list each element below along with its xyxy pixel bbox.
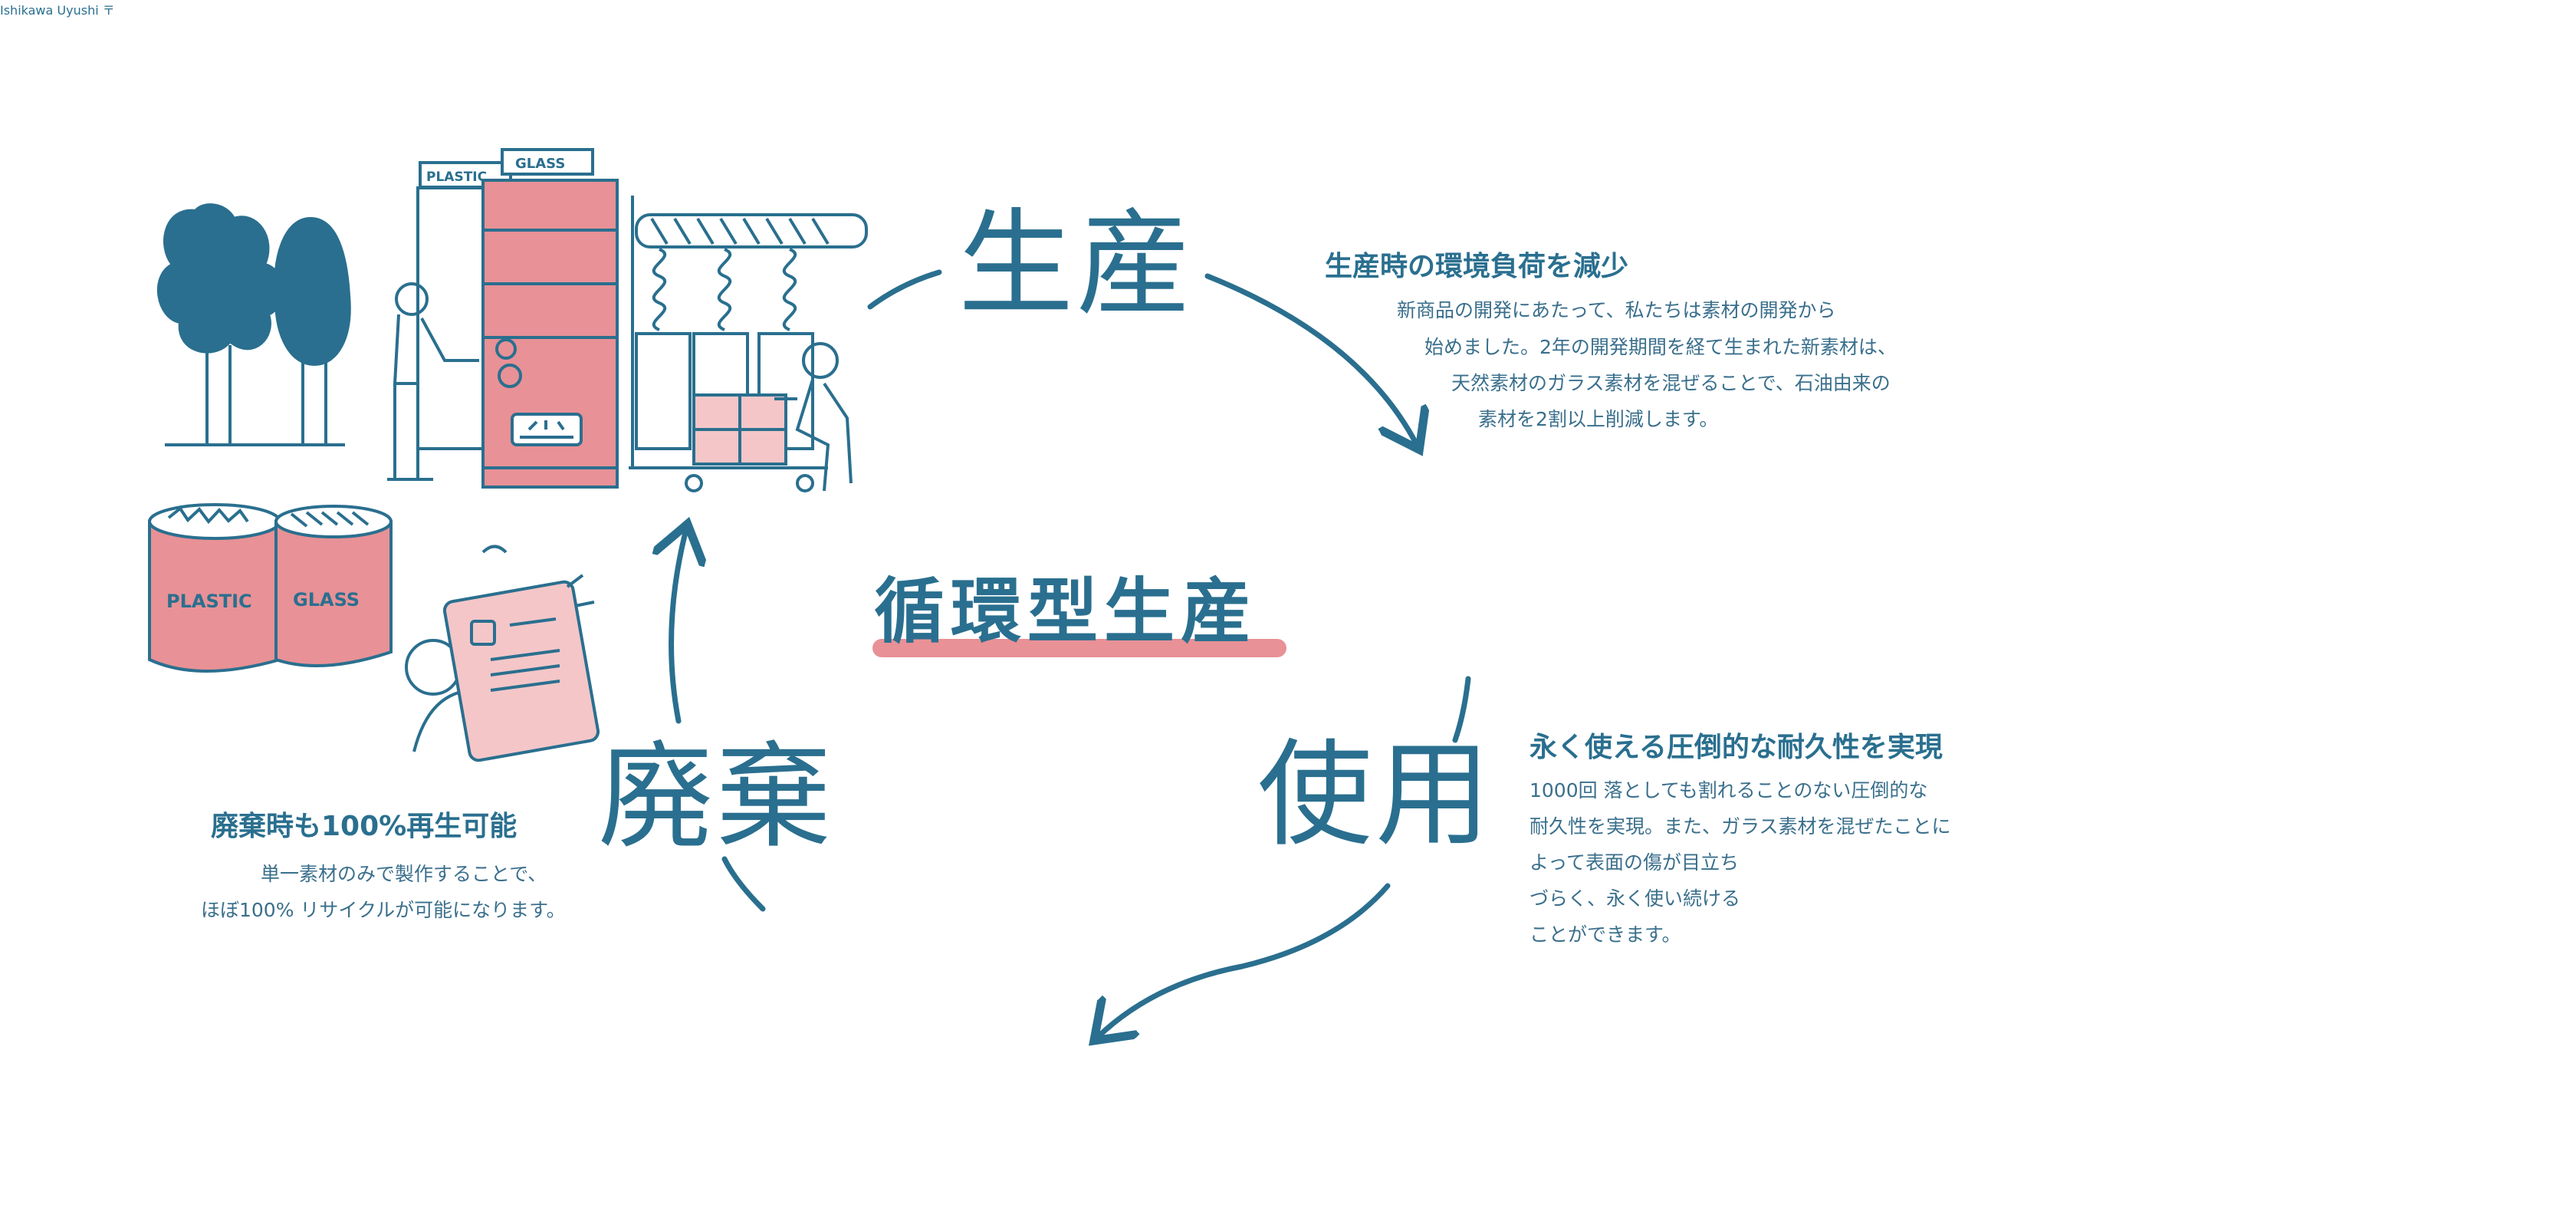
use-info-line: よって表面の傷が目立ち	[1530, 851, 1740, 874]
production-info-line: 始めました。2年の開発期間を経て生まれた新素材は、	[1424, 336, 1897, 358]
machine-tag-plastic: PLASTIC	[426, 170, 487, 185]
delivery-truck-illustration: Ishikawa Uyushi	[0, 3, 103, 18]
use-info-line: ことができます。	[1530, 923, 1681, 946]
production-info-line: 新商品の開発にあたって、私たちは素材の開発から	[1397, 299, 1836, 321]
tree-left-canopy	[157, 203, 284, 354]
bin-glass-label: GLASS	[293, 589, 360, 611]
person-reading-illustration	[405, 545, 600, 762]
disposal-info-title: 廃棄時も100%再生可能	[211, 811, 518, 842]
truck-brand-label: Ishikawa Uyushi	[0, 3, 99, 18]
production-info-line: 素材を2割以上削減します。	[1478, 408, 1719, 430]
arrow-disposal-to-production	[672, 529, 686, 724]
use-info-line: 耐久性を実現。また、ガラス素材を混ぜたことに	[1530, 815, 1951, 838]
arrow-disposal-connector	[721, 856, 766, 912]
center-title: 循環型生産	[874, 571, 1258, 653]
disposal-info-line: ほぼ100% リサイクルが可能になります。	[201, 899, 566, 921]
use-info-title: 永く使える圧倒的な耐久性を実現	[1530, 732, 1943, 763]
stage-label-disposal: 廃棄	[598, 731, 835, 864]
postbox-illustration: 〒	[103, 3, 115, 18]
post-mark: 〒	[102, 3, 115, 18]
tree-right-canopy	[274, 216, 351, 367]
bin-plastic-label: PLASTIC	[166, 591, 252, 612]
arrow-production-to-use	[1204, 273, 1417, 445]
stage-label-production: 生産	[958, 198, 1195, 331]
production-info-line: 天然素材のガラス素材を混ぜることで、石油由来の	[1451, 372, 1891, 394]
production-info-title: 生産時の環境負荷を減少	[1325, 251, 1629, 282]
arrow-start-to-production	[867, 269, 942, 310]
factory-machine-illustration: PLASTIC GLASS	[387, 148, 868, 492]
use-info-line: づらく、永く使い続ける	[1530, 887, 1741, 910]
center-title-underline	[872, 639, 1286, 657]
arrow-use-to-disposal	[1098, 883, 1391, 1037]
cycle-arrows	[672, 269, 1471, 1037]
recycle-bins-illustration: PLASTIC GLASS	[148, 503, 393, 673]
disposal-info-line: 単一素材のみで製作することで、	[261, 863, 547, 885]
trees-illustration	[157, 203, 351, 446]
arrow-use-connector	[1452, 676, 1471, 743]
machine-tag-glass: GLASS	[515, 156, 565, 172]
stage-label-use: 使用	[1257, 729, 1494, 862]
use-info-line: 1000回 落としても割れることのない圧倒的な	[1530, 779, 1928, 801]
